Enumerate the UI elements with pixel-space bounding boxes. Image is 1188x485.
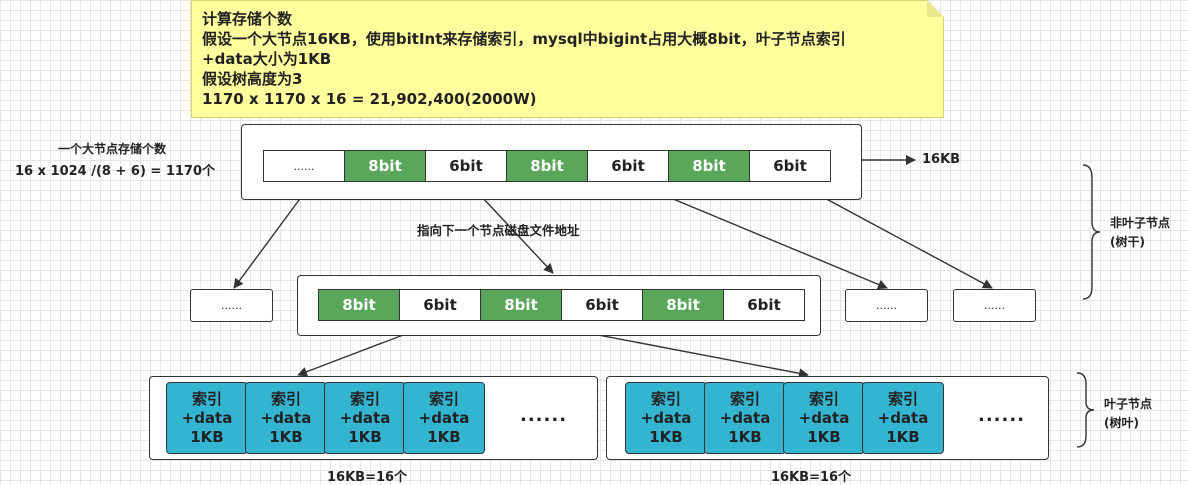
root-size-label: 16KB xyxy=(922,152,961,167)
brace-leaf xyxy=(1076,372,1095,448)
pointer-description-label: 指向下一个节点磁盘文件地址 xyxy=(417,223,580,238)
root-cell-placeholder: ...... xyxy=(263,150,345,182)
middle-cell-pointer: 6bit xyxy=(399,289,481,321)
leaf-sublabel: (树叶) xyxy=(1104,416,1139,430)
root-cell-key: 8bit xyxy=(668,150,750,182)
calc-label-formula: 16 x 1024 /(8 + 6) = 1170个 xyxy=(15,164,216,179)
middle-cell-key: 8bit xyxy=(642,289,724,321)
leaf-group-left-ellipsis: ...... xyxy=(520,405,568,426)
root-to-left-placeholder-arrow xyxy=(233,195,303,289)
calculation-note: 计算存储个数 假设一个大节点16KB，使用bitInt来存储索引，mysql中b… xyxy=(191,0,944,118)
note-line-2: 假设一个大节点16KB，使用bitInt来存储索引，mysql中bigint占用… xyxy=(202,30,846,48)
middle-cell-key: 8bit xyxy=(480,289,562,321)
leaf-label: 叶子节点 xyxy=(1104,397,1153,411)
note-line-4: 假设树高度为3 xyxy=(202,70,303,88)
leaf-group-right-ellipsis: ...... xyxy=(978,405,1026,426)
middle-right-placeholder-1: ...... xyxy=(845,289,928,322)
root-cell-pointer: 6bit xyxy=(425,150,507,182)
non-leaf-sublabel: (树干) xyxy=(1110,235,1145,249)
root-cell-pointer: 6bit xyxy=(749,150,831,182)
root-node-cells: ...... 8bit 6bit 8bit 6bit 8bit 6bit xyxy=(263,150,831,182)
leaf-group-right-label: 16KB=16个 xyxy=(771,470,852,485)
middle-node-cells: 8bit 6bit 8bit 6bit 8bit 6bit xyxy=(318,289,805,321)
note-line-5: 1170 x 1170 x 16 = 21,902,400(2000W) xyxy=(202,90,537,108)
leaf-group-left-label: 16KB=16个 xyxy=(327,470,408,485)
middle-right-placeholder-2: ...... xyxy=(953,289,1036,322)
root-cell-key: 8bit xyxy=(506,150,588,182)
middle-cell-key: 8bit xyxy=(318,289,400,321)
calc-label-title: 一个大节点存储个数 xyxy=(58,142,167,156)
root-cell-pointer: 6bit xyxy=(587,150,669,182)
note-line-1: 计算存储个数 xyxy=(202,10,293,28)
middle-cell-pointer: 6bit xyxy=(561,289,643,321)
middle-left-placeholder: ...... xyxy=(190,289,273,322)
root-cell-key: 8bit xyxy=(344,150,426,182)
middle-cell-pointer: 6bit xyxy=(723,289,805,321)
non-leaf-label: 非叶子节点 xyxy=(1110,216,1171,230)
brace-non-leaf xyxy=(1082,164,1101,300)
note-line-3: +data大小为1KB xyxy=(202,50,332,68)
